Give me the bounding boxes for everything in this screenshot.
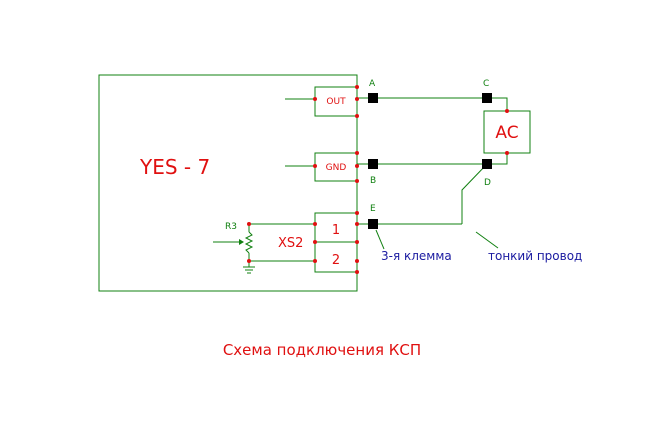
device-outline bbox=[98, 74, 358, 292]
r3-label: R3 bbox=[225, 222, 237, 232]
terminal-e bbox=[368, 219, 378, 229]
node-d-label: D bbox=[484, 178, 491, 188]
r3-resistor-zigzag bbox=[244, 231, 254, 254]
node-e-label: E bbox=[370, 204, 376, 214]
node-c-label: C bbox=[483, 79, 489, 89]
diagram-caption: Схема подключения КСП bbox=[223, 341, 421, 359]
terminal-b bbox=[368, 159, 378, 169]
ac-load-box bbox=[483, 110, 531, 154]
terminal-a bbox=[368, 93, 378, 103]
third-terminal-note: 3-я клемма bbox=[381, 249, 452, 263]
xs2-label: XS2 bbox=[278, 236, 303, 251]
out-pin-box bbox=[314, 86, 358, 117]
wire-c-to-ac bbox=[487, 97, 508, 111]
xs2-pin2-label: 2 bbox=[332, 253, 340, 268]
wire-d-to-ac bbox=[487, 153, 508, 165]
ac-load-label: AC bbox=[495, 123, 518, 143]
gnd-pin-label: GND bbox=[326, 163, 347, 173]
thin-wire-pointer bbox=[475, 231, 499, 249]
thin-wire-to-d bbox=[461, 163, 488, 224]
device-label: YES - 7 bbox=[139, 155, 210, 179]
xs2-pin1-label: 1 bbox=[332, 223, 340, 238]
third-terminal-pointer bbox=[375, 229, 385, 250]
junction-dots bbox=[247, 85, 509, 274]
node-b-label: B bbox=[370, 176, 376, 186]
r3-wiper-arrow bbox=[239, 239, 244, 245]
terminal-c bbox=[482, 93, 492, 103]
node-a-label: A bbox=[369, 79, 376, 89]
terminal-d bbox=[482, 159, 492, 169]
out-pin-label: OUT bbox=[326, 97, 346, 107]
thin-wire-note: тонкий провод bbox=[488, 249, 582, 263]
